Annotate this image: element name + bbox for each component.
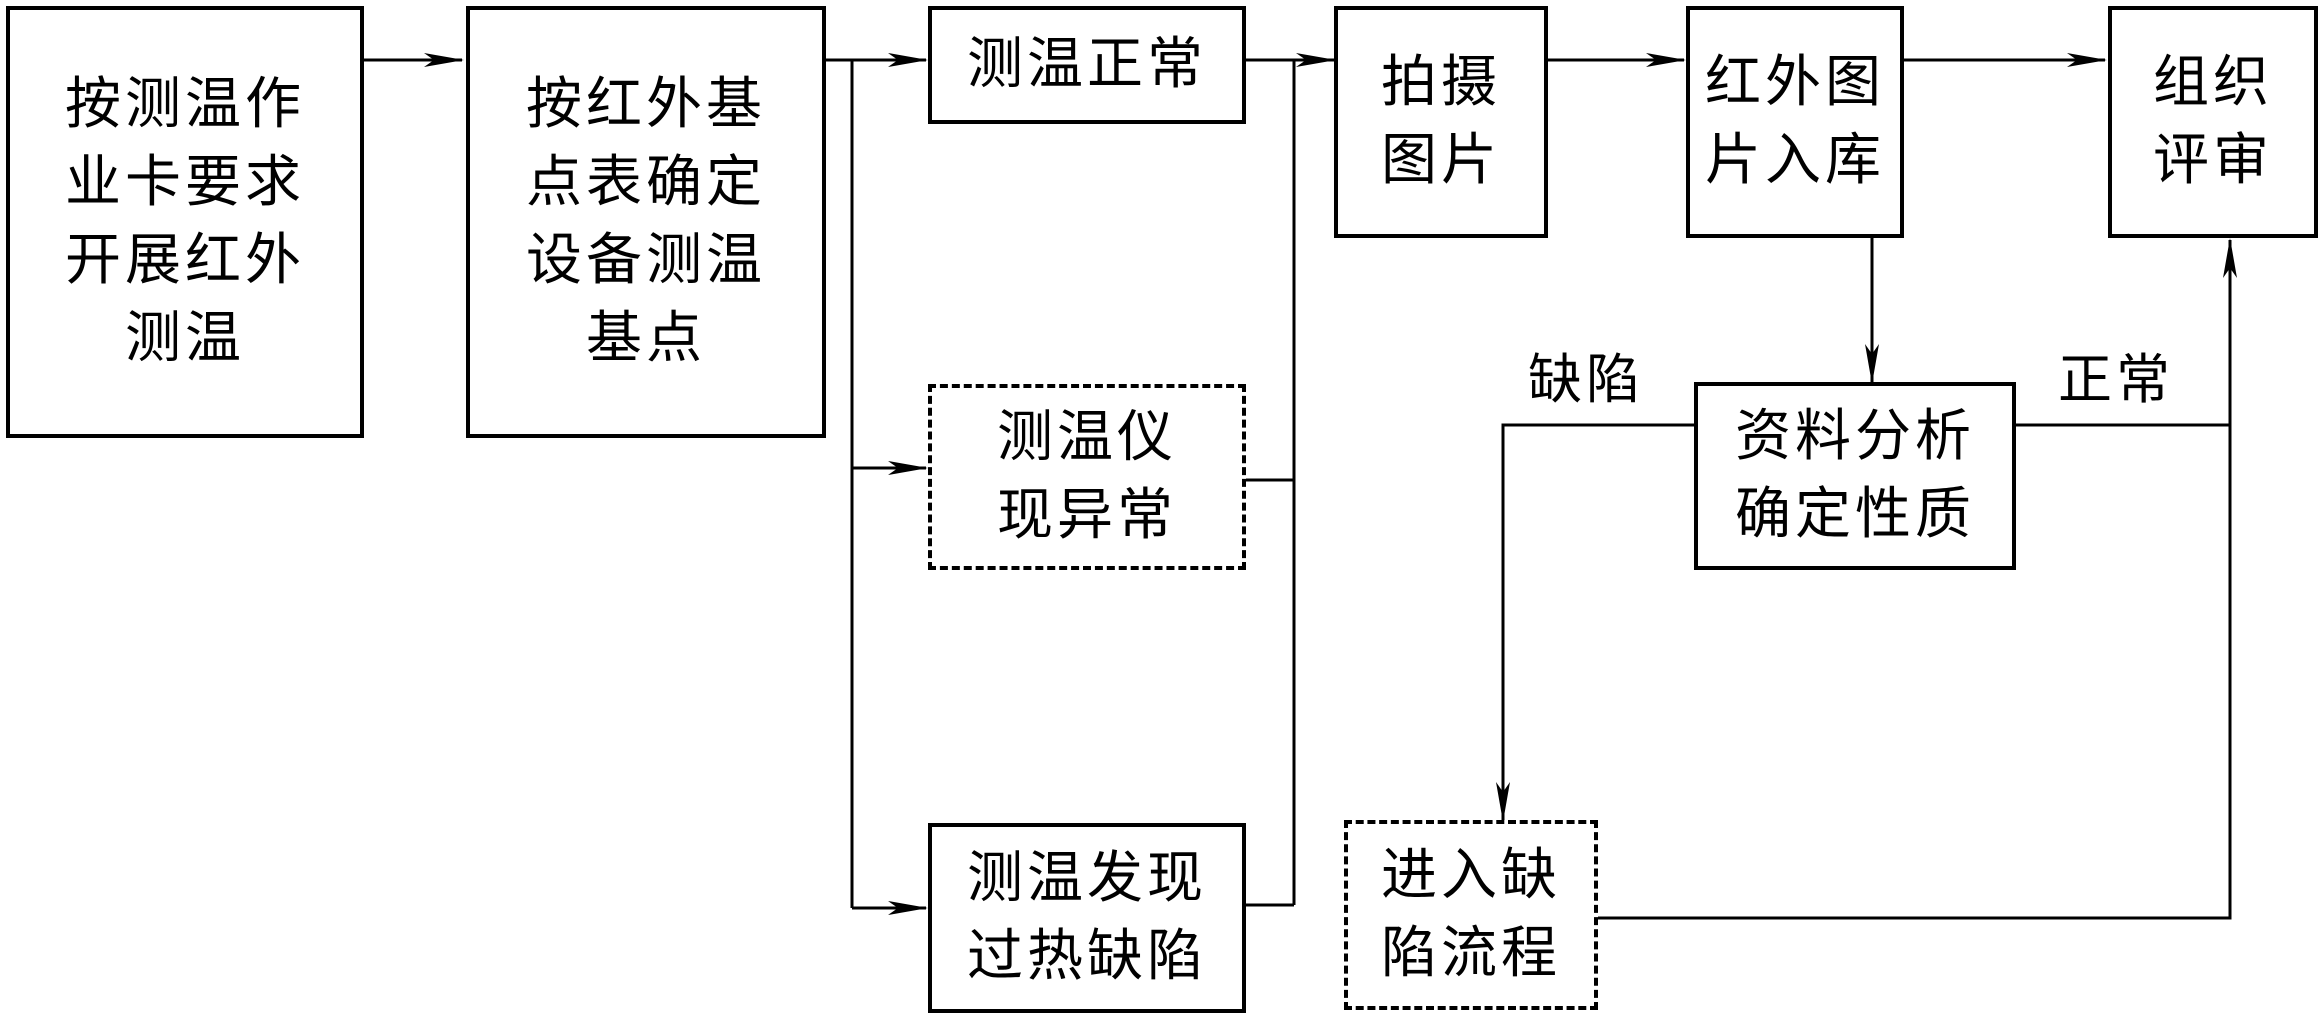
- node-archive-text: 红外图 片入库: [1705, 50, 1885, 193]
- node-review: 组织 评审: [2108, 6, 2318, 238]
- line-analysis-to-defect: [1501, 423, 1694, 820]
- node-photo: 拍摄 图片: [1334, 6, 1548, 238]
- node-instrument-abnormal: 测温仪 现异常: [928, 384, 1246, 570]
- node-defect-process: 进入缺 陷流程: [1344, 820, 1598, 1010]
- node-normal: 测温正常: [928, 6, 1246, 124]
- edge-label-normal: 正常: [2058, 348, 2174, 411]
- node-instrument-abnormal-text: 测温仪 现异常: [997, 405, 1177, 548]
- node-review-text: 组织 评审: [2153, 50, 2273, 193]
- node-basepoint-text: 按红外基 点表确定 设备测温 基点: [526, 72, 766, 371]
- node-archive: 红外图 片入库: [1686, 6, 1904, 238]
- node-analysis-text: 资料分析 确定性质: [1735, 404, 1975, 547]
- node-normal-text: 测温正常: [967, 32, 1207, 97]
- node-overheat-defect: 测温发现 过热缺陷: [928, 823, 1246, 1013]
- node-start-text: 按测温作 业卡要求 开展红外 测温: [65, 72, 305, 371]
- node-photo-text: 拍摄 图片: [1381, 50, 1501, 193]
- node-basepoint: 按红外基 点表确定 设备测温 基点: [466, 6, 826, 438]
- node-defect-process-text: 进入缺 陷流程: [1381, 843, 1561, 986]
- edge-label-defect: 缺陷: [1528, 348, 1644, 411]
- node-analysis: 资料分析 确定性质: [1694, 382, 2016, 570]
- node-overheat-defect-text: 测温发现 过热缺陷: [967, 846, 1207, 989]
- node-start: 按测温作 业卡要求 开展红外 测温: [6, 6, 364, 438]
- line-defect-to-review: [1598, 425, 2232, 920]
